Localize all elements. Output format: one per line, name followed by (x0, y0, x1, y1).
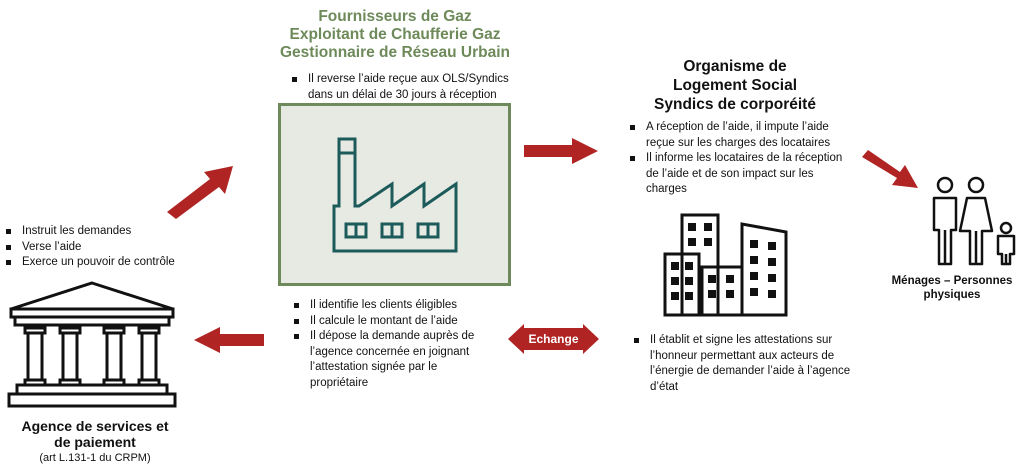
buildings-icon (663, 213, 788, 317)
list-item: Il établit et signe les attestations sur… (632, 333, 862, 395)
agency-tasks: Instruit les demandes Verse l’aide Exerc… (4, 224, 234, 271)
agency-title-line: de paiement (54, 434, 136, 450)
households-label-line: Ménages – Personnes (891, 275, 1013, 287)
list-item: Verse l’aide (4, 240, 234, 256)
factory-panel (278, 103, 511, 286)
housing-title-line: Syndics de corporéité (654, 96, 816, 113)
supplier-tasks: Il identifie les clients éligibles Il ca… (292, 298, 497, 391)
housing-title-line: Organisme de (683, 58, 787, 75)
list-item: Il reverse l’aide reçue aux OLS/Syndics … (290, 72, 520, 103)
agency-title-line: Agence de services et (21, 418, 169, 434)
agency-title: Agence de services et de paiement (0, 418, 190, 450)
arrow-supplier-to-agency (194, 327, 264, 353)
supplier-note: Il reverse l’aide reçue aux OLS/Syndics … (290, 72, 520, 103)
factory-icon (332, 137, 458, 253)
supplier-title-line: Fournisseurs de Gaz (318, 8, 472, 25)
list-item: Instruit les demandes (4, 224, 234, 240)
housing-title: Organisme de Logement Social Syndics de … (620, 57, 850, 114)
exchange-label: Echange (524, 328, 583, 350)
list-item: A réception de l’aide, il impute l’aide … (628, 120, 853, 151)
households-label-line: physiques (923, 289, 981, 301)
list-item: Il informe les locataires de la réceptio… (628, 151, 853, 198)
agency-subtitle: (art L.131-1 du CRPM) (39, 452, 151, 464)
list-item: Exerce un pouvoir de contrôle (4, 255, 234, 271)
arrow-agency-to-supplier (167, 166, 233, 219)
arrow-supplier-to-housing (524, 138, 598, 164)
supplier-title: Fournisseurs de Gaz Exploitant de Chauff… (255, 8, 535, 62)
housing-tasks: A réception de l’aide, il impute l’aide … (628, 120, 853, 198)
arrow-housing-to-households (862, 150, 918, 188)
households-label: Ménages – Personnes physiques (880, 274, 1024, 302)
housing-attestation: Il établit et signe les attestations sur… (632, 333, 862, 395)
list-item: Il identifie les clients éligibles (292, 298, 497, 314)
list-item: Il calcule le montant de l’aide (292, 314, 497, 330)
list-item: Il dépose la demande auprès de l’agence … (292, 329, 497, 391)
supplier-title-line: Gestionnaire de Réseau Urbain (280, 44, 510, 61)
bank-icon (7, 281, 177, 408)
supplier-title-line: Exploitant de Chaufferie Gaz (289, 26, 501, 43)
family-icon (932, 176, 1016, 266)
housing-title-line: Logement Social (672, 77, 798, 94)
